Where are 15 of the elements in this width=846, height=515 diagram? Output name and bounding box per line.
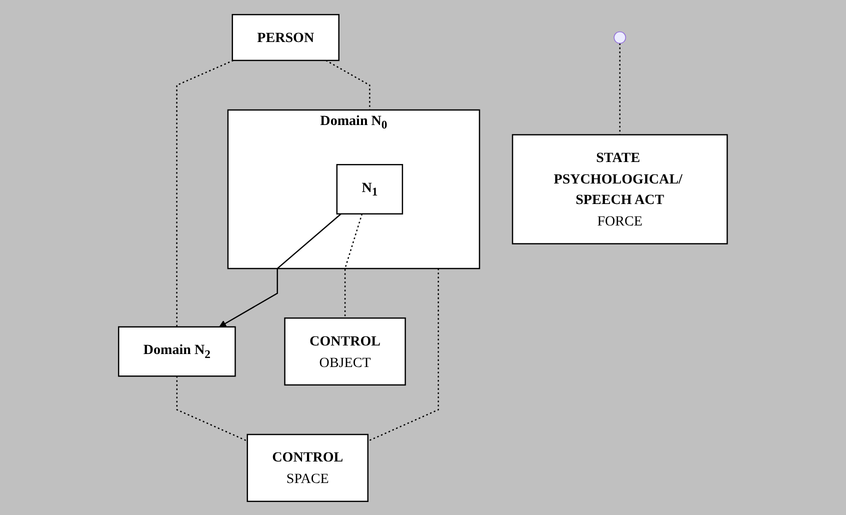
connector [344, 213, 363, 318]
node-box [118, 326, 236, 376]
node-box [246, 433, 369, 502]
node-box [336, 164, 404, 214]
node-box [512, 134, 728, 244]
cluster [227, 108, 480, 269]
diagram: Domain N$_{0}$ PERSON N$_{1}$ Domain N$_{2}$ CONTROL OBJECT CONTROL SPACE STATE PSYCHOLOGICAL/ SPEECH ACT FORCE [112, 8, 734, 508]
connector [368, 268, 440, 442]
connector [176, 376, 248, 442]
connector [326, 59, 370, 110]
connector [176, 59, 234, 326]
node-box [232, 13, 340, 61]
connector [619, 42, 621, 134]
node-box [284, 316, 406, 386]
arrow [219, 212, 342, 327]
